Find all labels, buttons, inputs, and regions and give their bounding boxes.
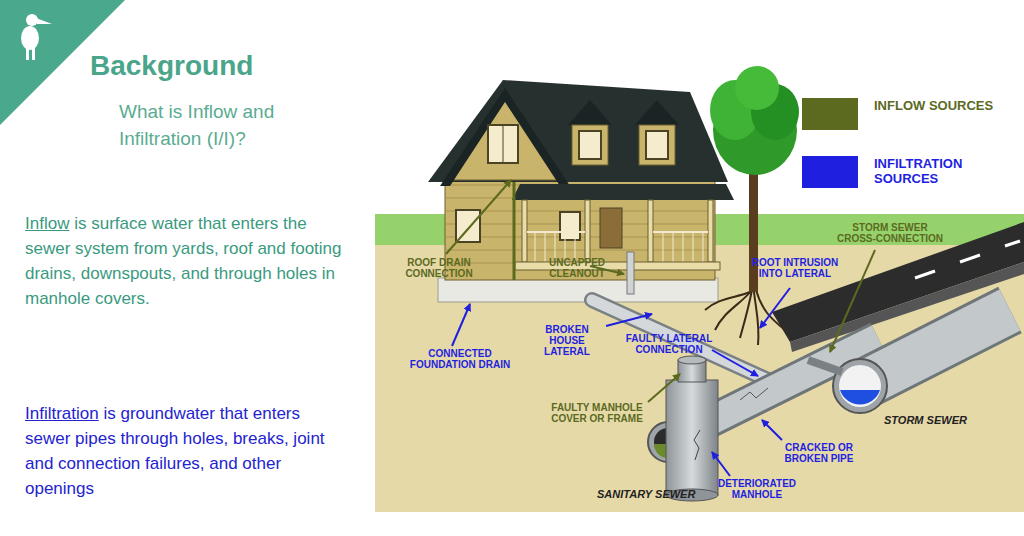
subtitle: What is Inflow and Infiltration (I/I)?	[119, 98, 354, 152]
storm-end	[833, 359, 887, 413]
callout-label: SANITARY SEWER	[597, 488, 695, 501]
house	[428, 80, 734, 280]
legend-text: INFILTRATION SOURCES	[874, 156, 994, 186]
definition-paragraph: Inflowis surface water that enters the s…	[25, 211, 343, 311]
tree	[705, 66, 799, 345]
term-word: Infiltration	[25, 404, 99, 423]
legend-swatch	[802, 98, 858, 130]
pipe-crack	[740, 388, 768, 400]
cleanout-pipe	[627, 252, 634, 294]
callout-label: DETERIORATED MANHOLE	[712, 478, 802, 500]
manhole-crack	[694, 430, 700, 460]
storm-water	[840, 390, 880, 405]
callout-label: STORM SEWER CROSS-CONNECTION	[835, 222, 945, 244]
manhole	[666, 380, 718, 495]
definition-text: is surface water that enters the sewer s…	[25, 214, 342, 308]
legend-text: INFLOW SOURCES	[874, 98, 994, 113]
legend-swatch	[802, 156, 858, 188]
term-word: Inflow	[25, 214, 69, 233]
foundation	[438, 278, 718, 302]
callout-label: CRACKED OR BROKEN PIPE	[772, 442, 866, 464]
road-dashes	[915, 241, 1020, 278]
callout-label: BROKEN HOUSE LATERAL	[527, 324, 607, 357]
cross-connection	[808, 360, 842, 372]
definition-paragraph: Infiltrationis groundwater that enters s…	[25, 401, 330, 501]
callout-label: ROOT INTRUSION INTO LATERAL	[745, 257, 845, 279]
callout-label: ROOF DRAIN CONNECTION	[400, 257, 478, 279]
leader-lines	[446, 180, 875, 476]
callout-label: UNCAPPED CLEANOUT	[541, 257, 613, 279]
callout-label: FAULTY LATERAL CONNECTION	[622, 333, 716, 355]
slide-title: Background	[90, 50, 253, 82]
storm-end-inner	[839, 365, 881, 407]
callout-label: FAULTY MANHOLE COVER OR FRAME	[545, 402, 649, 424]
callout-label: CONNECTED FOUNDATION DRAIN	[408, 348, 512, 370]
callout-label: STORM SEWER	[884, 414, 967, 427]
pelican-logo	[21, 14, 52, 60]
manhole-cover	[678, 356, 706, 364]
